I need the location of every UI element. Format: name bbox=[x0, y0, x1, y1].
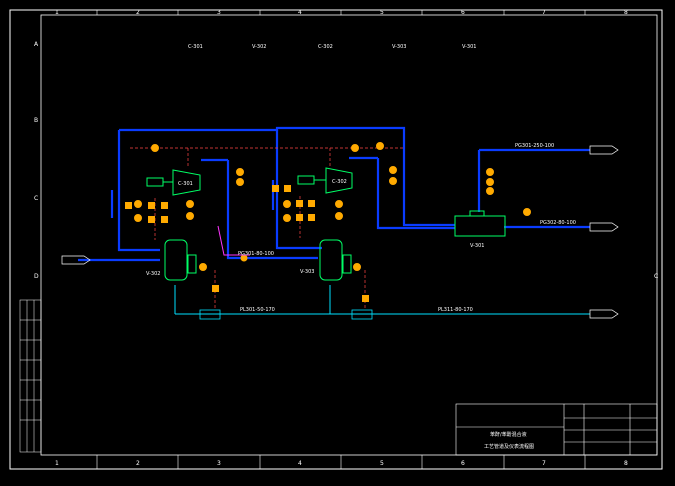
instrument-boxes bbox=[125, 185, 369, 302]
title-block bbox=[455, 403, 658, 456]
grid-col-bottom-label: 8 bbox=[624, 460, 628, 467]
grid-col-top-label: 8 bbox=[624, 9, 628, 16]
grid-col-bottom-label: 2 bbox=[136, 460, 140, 467]
grid-row-left-label: A bbox=[34, 41, 39, 48]
vessel-v302 bbox=[164, 239, 197, 281]
grid-col-top-label: 1 bbox=[55, 9, 59, 16]
pumps bbox=[199, 309, 373, 320]
equipment-tag: V-303 bbox=[392, 44, 406, 50]
grid-col-bottom-label: 3 bbox=[217, 460, 221, 467]
grid-col-top-label: 5 bbox=[380, 9, 384, 16]
outer-frame bbox=[9, 9, 663, 470]
grid-col-top-label: 3 bbox=[217, 9, 221, 16]
grid-col-top-label: 6 bbox=[461, 9, 465, 16]
v303-label: V-303 bbox=[300, 269, 314, 275]
title-project: 苯酐/苯酚混合液 bbox=[490, 431, 527, 438]
grid-col-bottom-label: 7 bbox=[542, 460, 546, 467]
inner-frame bbox=[40, 14, 658, 456]
equipment-tag: C-301 bbox=[188, 44, 203, 50]
grid-row-left-label: C bbox=[34, 195, 38, 202]
line-label-main-1: PG301-250-100 bbox=[515, 143, 554, 149]
v301-label: V-301 bbox=[470, 243, 484, 249]
revision-table bbox=[19, 299, 42, 453]
equipment-tag: V-302 bbox=[252, 44, 266, 50]
grid-col-top-label: 4 bbox=[298, 9, 302, 16]
grid-col-bottom-label: 6 bbox=[461, 460, 465, 467]
line-label-bottom-1: PL301-50-170 bbox=[240, 307, 275, 313]
grid-col-top-label: 2 bbox=[136, 9, 140, 16]
v302-label: V-302 bbox=[146, 271, 160, 277]
terminals bbox=[61, 145, 619, 319]
grid-row-left-label: D bbox=[34, 273, 39, 280]
grid-right-label: C bbox=[654, 273, 658, 280]
grid-row-left-label: B bbox=[34, 117, 38, 124]
compressor-c302 bbox=[297, 167, 353, 194]
grid-col-top-label: 7 bbox=[542, 9, 546, 16]
vessel-v303 bbox=[319, 239, 352, 281]
line-label-main-2: PG302-80-100 bbox=[540, 220, 576, 226]
grid-col-bottom-label: 5 bbox=[380, 460, 384, 467]
grid-col-bottom-label: 1 bbox=[55, 460, 59, 467]
flow-arrow bbox=[217, 225, 250, 256]
exchanger-v301 bbox=[454, 210, 506, 237]
c302-label: C-302 bbox=[332, 179, 347, 185]
liquid-lines bbox=[174, 285, 590, 315]
equipment-tag: C-302 bbox=[318, 44, 333, 50]
c301-label: C-301 bbox=[178, 181, 193, 187]
line-label-mid: PG301-80-100 bbox=[238, 251, 274, 257]
line-label-bottom-2: PL311-80-170 bbox=[438, 307, 473, 313]
instruments bbox=[134, 142, 531, 271]
title-drawing: 工艺管道及仪表流程图 bbox=[484, 443, 534, 450]
utility-lines bbox=[130, 147, 404, 310]
compressor-c301 bbox=[146, 169, 201, 196]
equipment-tag: V-301 bbox=[462, 44, 476, 50]
grid-col-bottom-label: 4 bbox=[298, 460, 302, 467]
